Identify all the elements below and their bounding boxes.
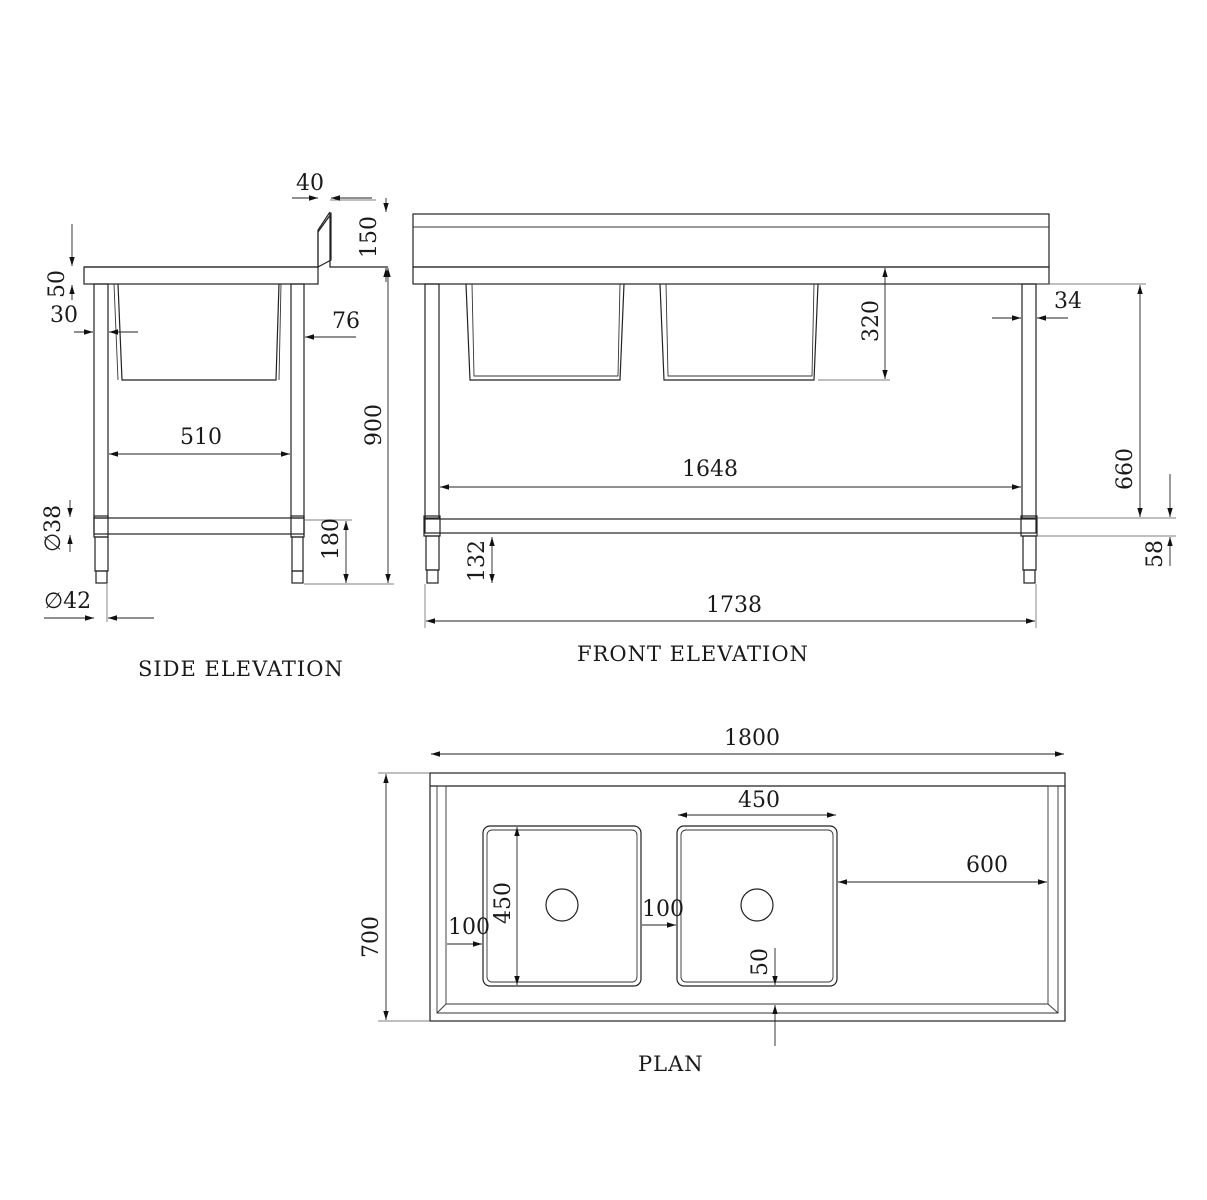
- front-dim-1648: 1648: [682, 457, 738, 482]
- front-dim-320: 320: [859, 300, 884, 342]
- plan-dim-1800: 1800: [724, 726, 780, 751]
- side-elevation-caption: SIDE ELEVATION: [138, 657, 344, 681]
- plan-inner-tray: [436, 785, 1059, 1014]
- front-leg-left: [424, 283, 440, 519]
- plan-dim-450-width: 450: [738, 788, 780, 813]
- plan-dim-600: 600: [966, 853, 1008, 878]
- plan-dim-100-gap: 100: [642, 897, 684, 922]
- side-leg-front: [93, 283, 109, 519]
- plan-bowl-right: [676, 825, 838, 987]
- side-dim-30: 30: [50, 303, 78, 328]
- side-splashback: [317, 212, 332, 268]
- plan-dim-100-left: 100: [448, 915, 490, 940]
- front-dim-58: 58: [1143, 540, 1168, 568]
- plan-dim-450-depth: 450: [491, 882, 516, 924]
- side-dim-40: 40: [296, 171, 324, 196]
- plan-view: 1800 700 450 450 600 100 100 50 PLAN: [359, 726, 1066, 1076]
- front-dim-34: 34: [1054, 289, 1082, 314]
- side-rail: [93, 517, 305, 535]
- front-splashback: [412, 213, 1050, 268]
- plan-caption: PLAN: [638, 1052, 704, 1076]
- side-dim-180: 180: [319, 518, 344, 560]
- side-dim-50: 50: [45, 270, 70, 298]
- front-dim-1738: 1738: [706, 593, 762, 618]
- front-benchtop: [412, 266, 1050, 285]
- front-dim-132: 132: [465, 540, 490, 582]
- front-elevation-view: 320 34 1648 660 58 132 1738 FRONT ELEVAT…: [412, 213, 1176, 666]
- plan-drain-right: [740, 888, 774, 922]
- side-dim-dia42: ∅42: [44, 589, 91, 614]
- side-top-slab: [83, 266, 319, 285]
- front-bowl-left: [465, 283, 625, 381]
- front-foot-right: [1022, 535, 1037, 571]
- front-dim-660: 660: [1113, 448, 1138, 490]
- front-foot-left: [425, 535, 440, 571]
- plan-benchtop-outline: [429, 772, 1066, 1022]
- side-dim-900: 900: [362, 404, 387, 446]
- plan-bowl-left: [482, 825, 642, 987]
- plan-dim-50: 50: [748, 948, 773, 976]
- side-dim-dia38: ∅38: [41, 505, 66, 552]
- front-bowl-right: [659, 283, 819, 381]
- side-bowl: [117, 283, 280, 381]
- front-leg-right: [1021, 283, 1037, 519]
- side-foot-front: [94, 536, 109, 572]
- side-dim-150: 150: [357, 216, 382, 258]
- side-elevation-view: 40 150 50 30 76 510 900 180 ∅38: [41, 171, 394, 681]
- side-foot-rear: [291, 536, 304, 572]
- plan-dim-700: 700: [359, 916, 384, 958]
- side-benchtop: [84, 211, 388, 268]
- side-dim-76: 76: [332, 309, 360, 334]
- plan-drain-left: [545, 888, 579, 922]
- side-dim-510: 510: [180, 425, 222, 450]
- side-leg-rear: [290, 283, 305, 519]
- front-elevation-caption: FRONT ELEVATION: [577, 642, 809, 666]
- front-rail: [424, 518, 1037, 534]
